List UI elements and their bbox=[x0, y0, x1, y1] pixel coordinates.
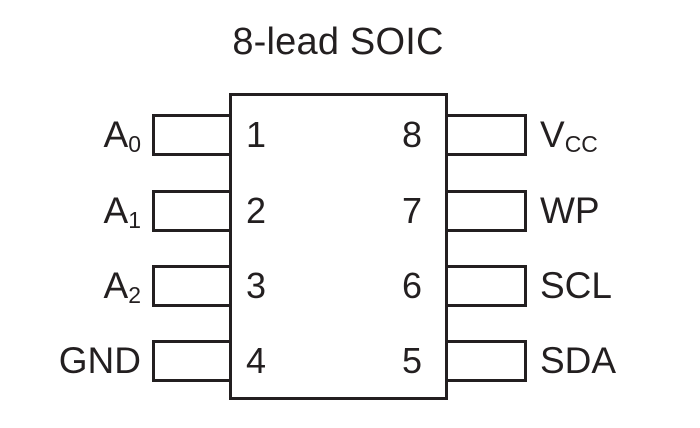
signal-subscript: 1 bbox=[128, 207, 141, 234]
signal-text: A bbox=[103, 190, 129, 231]
lead-pin-7 bbox=[445, 190, 527, 232]
lead-pin-2 bbox=[152, 190, 232, 232]
lead-pin-4 bbox=[152, 340, 232, 382]
signal-subscript: CC bbox=[564, 131, 598, 158]
lead-pin-8 bbox=[445, 114, 527, 156]
signal-text: GND bbox=[58, 340, 141, 381]
signal-label-pin-2: A1 bbox=[0, 190, 141, 232]
signal-label-pin-5: SDA bbox=[540, 340, 700, 382]
pin-number-2: 2 bbox=[246, 190, 267, 231]
signal-label-pin-3: A2 bbox=[0, 265, 141, 307]
diagram-title: 8-lead SOIC bbox=[232, 21, 444, 63]
pin-number-5: 5 bbox=[401, 340, 422, 381]
signal-text: V bbox=[540, 114, 565, 155]
lead-pin-6 bbox=[445, 265, 527, 307]
signal-label-pin-4: GND bbox=[0, 340, 141, 382]
signal-label-pin-1: A0 bbox=[0, 114, 141, 156]
package-body-outline bbox=[229, 93, 448, 400]
signal-label-pin-8: VCC bbox=[540, 114, 700, 156]
signal-text: WP bbox=[540, 190, 600, 231]
lead-pin-3 bbox=[152, 265, 232, 307]
pin-number-7: 7 bbox=[401, 190, 422, 231]
signal-text: SCL bbox=[540, 265, 612, 306]
lead-pin-5 bbox=[445, 340, 527, 382]
signal-label-pin-7: WP bbox=[540, 190, 700, 232]
signal-label-pin-6: SCL bbox=[540, 265, 700, 307]
signal-text: SDA bbox=[540, 340, 617, 381]
signal-subscript: 0 bbox=[128, 131, 141, 158]
pin-number-8: 8 bbox=[401, 114, 422, 155]
pin-number-4: 4 bbox=[246, 340, 267, 381]
signal-text: A bbox=[103, 265, 129, 306]
pin-number-3: 3 bbox=[246, 265, 267, 306]
signal-text: A bbox=[103, 114, 129, 155]
pin-number-6: 6 bbox=[401, 265, 422, 306]
pin-number-1: 1 bbox=[246, 114, 267, 155]
lead-pin-1 bbox=[152, 114, 232, 156]
signal-subscript: 2 bbox=[128, 282, 141, 309]
